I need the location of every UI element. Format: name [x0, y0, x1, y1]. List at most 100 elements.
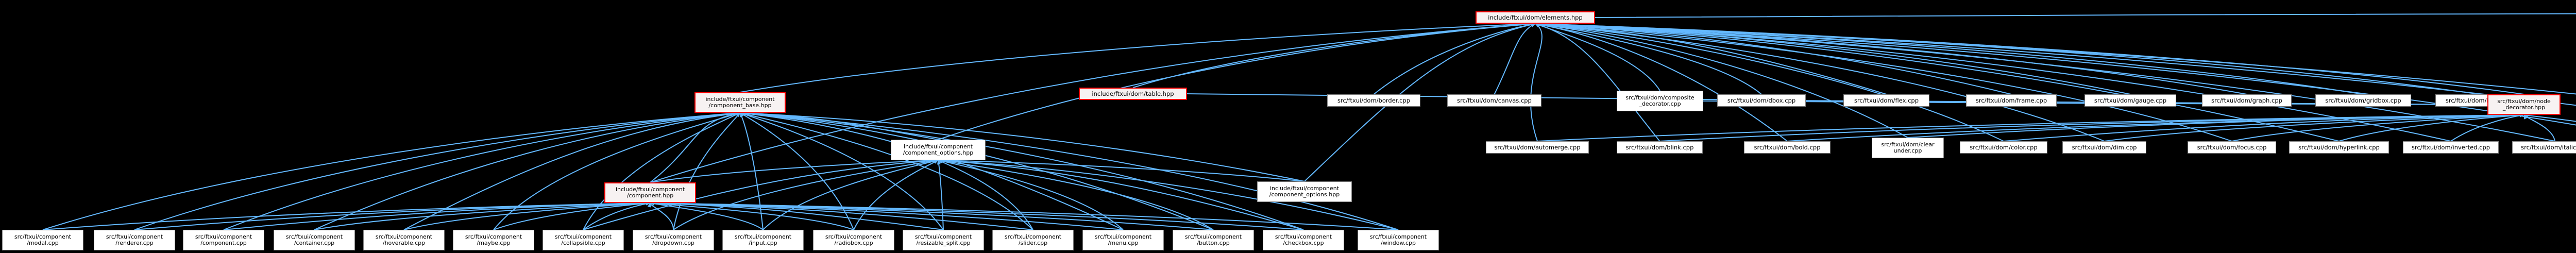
graph-edge — [650, 202, 764, 230]
graph-edge — [1535, 22, 2247, 95]
graph-edge — [1535, 23, 1660, 142]
graph-node[interactable]: src/ftxui/dom/dbox.cpp — [1717, 94, 1806, 107]
graph-edge — [739, 112, 1033, 230]
graph-edge — [740, 22, 1536, 93]
graph-node[interactable]: src/ftxui/dom/bold.cpp — [1744, 141, 1831, 154]
graph-edge — [403, 201, 651, 230]
graph-node[interactable]: src/ftxui/dom/italic.cpp — [2512, 141, 2576, 154]
graph-edge — [673, 159, 939, 230]
graph-edge — [1535, 22, 2576, 95]
graph-node[interactable]: src/ftxui/dom/gridbox.cpp — [2315, 94, 2411, 107]
graph-node[interactable]: src/ftxui/component /modal.cpp — [2, 230, 83, 250]
graph-edge — [1535, 22, 2576, 106]
graph-node[interactable]: src/ftxui/dom/frame.cpp — [1966, 94, 2057, 107]
graph-node[interactable]: src/ftxui/dom/dim.cpp — [2062, 141, 2146, 154]
graph-node[interactable]: src/ftxui/dom/graph.cpp — [2202, 94, 2292, 107]
graph-node[interactable]: src/ftxui/component /container.cpp — [274, 230, 355, 250]
graph-edge — [2523, 113, 2576, 122]
graph-node[interactable]: src/ftxui/component /menu.cpp — [1082, 230, 1164, 250]
graph-node[interactable]: src/ftxui/dom/flex.cpp — [1843, 94, 1929, 107]
graph-edge — [938, 158, 1399, 230]
graph-node[interactable]: src/ftxui/component /component.cpp — [183, 230, 264, 250]
graph-node[interactable]: src/ftxui/dom/hyperlink.cpp — [2289, 141, 2389, 154]
graph-node[interactable]: src/ftxui/component /maybe.cpp — [453, 230, 534, 250]
graph-edge — [1535, 22, 2131, 95]
graph-node[interactable]: include/ftxui/component /component.hpp — [604, 182, 696, 203]
graph-edge — [1535, 22, 1908, 138]
graph-node[interactable]: include/ftxui/component /component_base.… — [694, 92, 786, 113]
graph-node[interactable]: src/ftxui/dom/node _decorator.hpp — [2487, 94, 2561, 115]
graph-node[interactable]: src/ftxui/dom/clear under.cpp — [1872, 138, 1944, 158]
graph-node[interactable]: src/ftxui/dom/focus.cpp — [2188, 141, 2276, 154]
graph-edge — [650, 201, 854, 230]
graph-node[interactable]: src/ftxui/dom/blink.cpp — [1617, 141, 1703, 154]
graph-edge — [1494, 23, 1536, 95]
graph-edge — [2450, 113, 2524, 142]
graph-edge — [223, 111, 741, 230]
graph-edge — [762, 159, 939, 230]
graph-node[interactable]: src/ftxui/component /collapsible.cpp — [543, 230, 624, 250]
graph-node[interactable]: include/ftxui/dom/elements.hpp — [1476, 11, 1595, 24]
graph-node[interactable]: src/ftxui/component /dropdown.cpp — [633, 230, 714, 250]
graph-edge — [2231, 113, 2524, 142]
graph-node[interactable]: src/ftxui/component /radiobox.cpp — [813, 230, 894, 250]
graph-node[interactable]: src/ftxui/component /window.cpp — [1358, 230, 1439, 250]
graph-edge — [739, 112, 854, 230]
graph-edge — [1907, 113, 2524, 138]
graph-edge — [1535, 22, 2576, 126]
graph-node[interactable]: include/ftxui/component /component_optio… — [891, 140, 986, 160]
graph-edge — [650, 22, 1536, 183]
graph-node[interactable]: include/ftxui/component /component_optio… — [1257, 181, 1352, 202]
graph-node[interactable]: include/ftxui/dom/table.hpp — [1079, 88, 1187, 100]
graph-edge — [938, 160, 1033, 230]
graph-edge — [938, 159, 1304, 230]
graph-node[interactable]: src/ftxui/component /button.cpp — [1173, 230, 1254, 250]
graph-edge — [853, 160, 939, 230]
graph-edge — [223, 201, 651, 230]
graph-node[interactable]: src/ftxui/component /hoverable.cpp — [363, 230, 445, 250]
graph-edge — [1595, 13, 2576, 18]
graph-node[interactable]: src/ftxui/component /resizable_split.cpp — [903, 230, 984, 250]
graph-node[interactable]: src/ftxui/dom/composite _decorator.cpp — [1617, 91, 1703, 111]
graph-node[interactable]: src/ftxui/component /slider.cpp — [992, 230, 1074, 250]
graph-edge — [647, 203, 674, 230]
graph-edge — [1535, 22, 2105, 142]
graph-edge — [739, 111, 1305, 182]
graph-edge — [583, 159, 939, 230]
graph-edge — [938, 159, 1214, 230]
graph-edge — [937, 160, 944, 230]
graph-edge — [938, 159, 1124, 230]
graph-edge — [314, 201, 651, 230]
graph-edge — [739, 111, 1399, 230]
graph-edge — [1535, 22, 2340, 142]
graph-edge — [1535, 22, 2555, 142]
graph-edge — [650, 158, 939, 183]
graph-node[interactable]: src/ftxui/dom/automerge.cpp — [1486, 141, 1589, 154]
graph-node[interactable]: src/ftxui/component /renderer.cpp — [94, 230, 175, 250]
graph-edge — [42, 111, 741, 230]
graph-edge — [938, 158, 1305, 182]
graph-edge — [938, 22, 1536, 140]
graph-edge — [1535, 22, 1788, 142]
graph-edge — [1535, 22, 2232, 142]
graph-node[interactable]: src/ftxui/dom/inverted.cpp — [2403, 141, 2499, 154]
graph-edge — [1373, 23, 1536, 95]
graph-edge — [739, 112, 944, 230]
graph-node[interactable]: src/ftxui/dom/border.cpp — [1327, 94, 1420, 107]
graph-node[interactable]: src/ftxui/component /checkbox.cpp — [1263, 230, 1344, 250]
graph-node[interactable]: src/ftxui/dom/gauge.cpp — [2084, 94, 2176, 107]
graph-edge — [673, 112, 741, 230]
graph-edge — [493, 201, 651, 230]
graph-edge — [1530, 23, 1543, 142]
graph-edge — [134, 111, 741, 230]
graph-node[interactable]: src/ftxui/dom/canvas.cpp — [1447, 94, 1541, 107]
graph-node[interactable]: src/ftxui/component /input.cpp — [722, 230, 804, 250]
graph-edge — [2338, 113, 2524, 142]
graph-node[interactable]: src/ftxui/dom/color.cpp — [1960, 141, 2047, 154]
graph-edge — [403, 111, 741, 230]
graph-edge — [314, 111, 741, 230]
graph-edge — [650, 201, 1399, 230]
graph-edge — [1535, 22, 2451, 142]
